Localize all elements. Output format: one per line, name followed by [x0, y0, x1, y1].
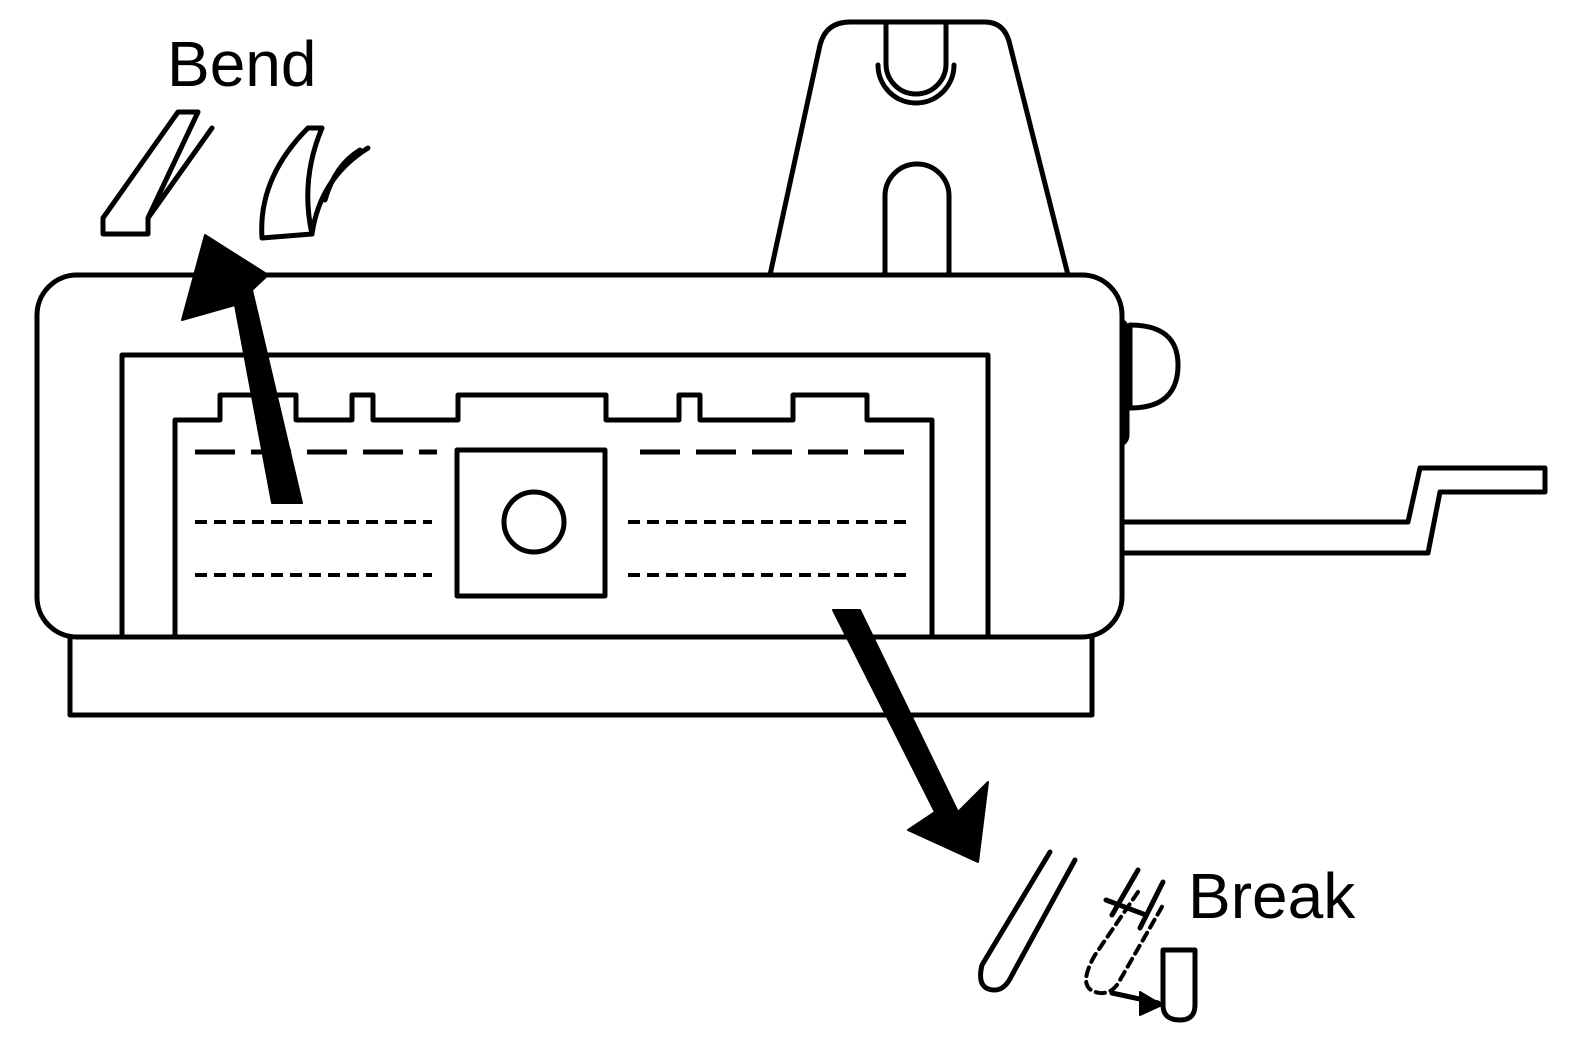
straight-terminal-pin-edge: [145, 125, 215, 221]
break-illustration: [978, 849, 1198, 1023]
bent-terminal-pin: [259, 125, 325, 241]
break-motion-arrowhead-icon: [1139, 991, 1163, 1016]
center-lock-hole: [501, 489, 567, 555]
break-label: Break: [1188, 860, 1356, 932]
center-lock-square: [454, 447, 608, 599]
broken-terminal-tip: [1160, 947, 1198, 1023]
housing-terminal-block: [172, 392, 935, 640]
bracket-plate: [767, 19, 1071, 278]
mounting-bracket: [767, 19, 1071, 278]
bend-arrow-icon: [181, 234, 303, 504]
connector-housing: [34, 272, 1125, 718]
bend-label: Bend: [167, 28, 316, 100]
indicator-arrows: [181, 234, 989, 863]
intact-terminal-pin: [978, 849, 1078, 993]
break-line-upper: [1109, 867, 1141, 918]
break-mark: [1103, 897, 1149, 918]
lever-arm: [1112, 465, 1548, 556]
bent-terminal-pin-edge-2: [322, 147, 363, 203]
bracket-round-boss: [875, 62, 957, 106]
bend-illustration: [100, 109, 371, 241]
broken-terminal-ghost: [1084, 890, 1165, 996]
bent-terminal-pin-edge: [309, 145, 371, 237]
bracket-top-slot: [883, 19, 949, 97]
break-arrow-icon: [832, 609, 989, 863]
break-line-lower: [1137, 879, 1166, 931]
bracket-elongated-slot: [882, 161, 952, 275]
side-lever: [1112, 465, 1548, 556]
knob-dome: [1127, 322, 1181, 411]
housing-inner-frame: [119, 352, 991, 640]
